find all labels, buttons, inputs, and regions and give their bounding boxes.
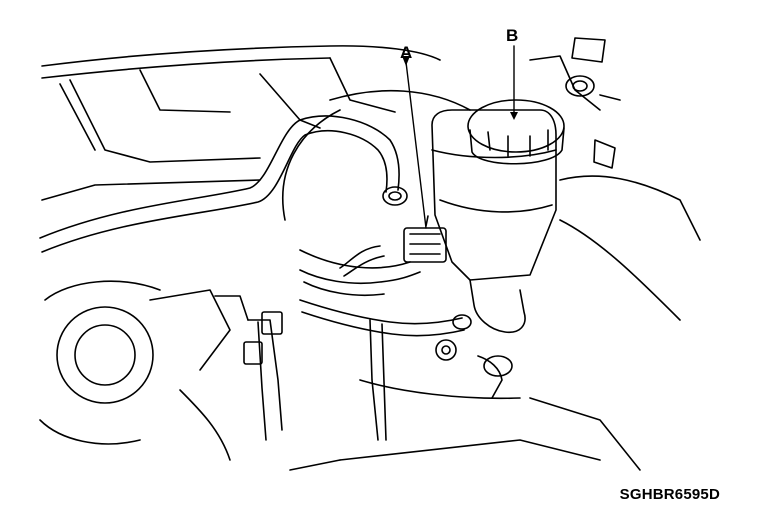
battery-tray — [289, 379, 641, 471]
reservoir-cap — [467, 99, 565, 165]
figure-code: SGHBR6595D — [619, 486, 720, 503]
mounting-bolt — [435, 339, 457, 361]
brake-lines — [299, 269, 513, 441]
callout-leaders — [405, 45, 515, 229]
vacuum-hose — [39, 115, 408, 253]
strut-tower — [559, 37, 701, 321]
callout-label-b: B — [506, 26, 519, 45]
firewall-cowl — [41, 45, 601, 201]
fluid-level-sensor-connector — [339, 215, 447, 277]
leader-arrow-b — [510, 112, 518, 120]
leader-arrow-a — [402, 56, 410, 66]
brake-fluid-reservoir — [431, 109, 557, 334]
callout-label-a: A — [400, 43, 413, 62]
leader-line-a — [405, 61, 427, 229]
engine-components-left — [39, 280, 283, 461]
